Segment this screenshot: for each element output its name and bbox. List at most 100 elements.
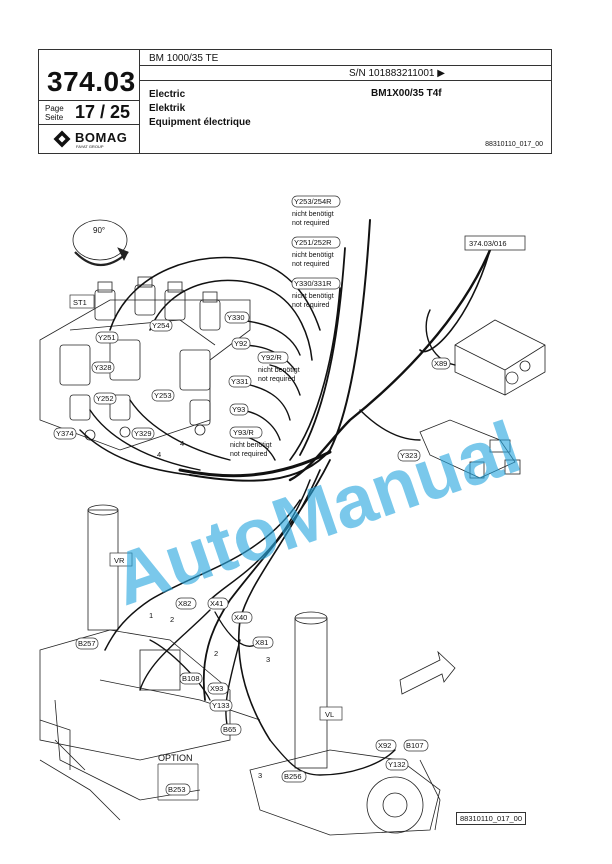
page-label: Page Seite bbox=[45, 104, 64, 122]
callout-y331[interactable]: Y331 bbox=[228, 375, 252, 388]
category-de: Elektrik bbox=[149, 103, 186, 114]
category-fr: Equipment électrique bbox=[149, 117, 251, 128]
svg-text:B107: B107 bbox=[406, 741, 424, 750]
svg-text:X93: X93 bbox=[210, 684, 223, 693]
page-label-de: Page bbox=[45, 104, 64, 113]
svg-text:Y330/331R: Y330/331R bbox=[294, 279, 332, 288]
svg-text:2: 2 bbox=[214, 649, 218, 658]
note-y330-331r: Y330/331R nicht benötigt not required bbox=[291, 277, 341, 309]
callout-b257[interactable]: B257 bbox=[75, 637, 99, 650]
svg-text:not required: not required bbox=[230, 451, 267, 458]
title-block: 374.03 Page Seite 17 / 25 BOMAG FAYAT GR… bbox=[38, 49, 552, 154]
svg-text:nicht benötigt: nicht benötigt bbox=[230, 442, 272, 449]
svg-text:nicht benötigt: nicht benötigt bbox=[292, 252, 334, 259]
callout-y328[interactable]: Y328 bbox=[91, 361, 115, 374]
callout-x40[interactable]: X40 bbox=[231, 611, 253, 624]
callout-b253[interactable]: B253 bbox=[165, 783, 191, 796]
divider bbox=[139, 65, 551, 66]
svg-text:Y251/252R: Y251/252R bbox=[294, 238, 332, 247]
svg-text:Y133: Y133 bbox=[212, 701, 230, 710]
category-labels: Electric Elektrik Equipment électrique bbox=[149, 88, 251, 130]
svg-text:X81: X81 bbox=[255, 638, 268, 647]
note-y253-254r: Y253/254R nicht benötigt not required bbox=[291, 195, 341, 227]
machine-outlines bbox=[39, 219, 546, 836]
svg-text:3: 3 bbox=[266, 655, 270, 664]
doc-reference: 88310110_017_00 bbox=[485, 141, 543, 148]
divider bbox=[39, 100, 139, 101]
callout-y93[interactable]: Y93 bbox=[229, 403, 249, 416]
note-y251-252r: Y251/252R nicht benötigt not required bbox=[291, 236, 341, 268]
svg-text:Y253: Y253 bbox=[154, 391, 172, 400]
callout-ref-link[interactable]: 374.03/016 bbox=[464, 235, 526, 251]
callout-b65[interactable]: B65 bbox=[220, 723, 242, 736]
callout-x82[interactable]: X82 bbox=[175, 597, 197, 610]
svg-text:OPTION: OPTION bbox=[158, 753, 193, 763]
svg-text:Y93: Y93 bbox=[232, 405, 245, 414]
svg-text:1: 1 bbox=[149, 611, 153, 620]
callout-y251[interactable]: Y251 bbox=[95, 331, 119, 344]
svg-text:Y330: Y330 bbox=[227, 313, 245, 322]
callout-y323[interactable]: Y323 bbox=[397, 449, 421, 462]
svg-text:X92: X92 bbox=[378, 741, 391, 750]
callout-y133[interactable]: Y133 bbox=[209, 699, 233, 712]
callout-b107[interactable]: B107 bbox=[403, 739, 429, 752]
svg-text:X41: X41 bbox=[210, 599, 223, 608]
svg-text:B108: B108 bbox=[182, 674, 200, 683]
svg-text:B256: B256 bbox=[284, 772, 302, 781]
svg-text:B257: B257 bbox=[78, 639, 96, 648]
callout-b108[interactable]: B108 bbox=[179, 672, 203, 685]
svg-text:VR: VR bbox=[114, 556, 125, 565]
svg-text:not required: not required bbox=[258, 376, 295, 383]
svg-text:X40: X40 bbox=[234, 613, 247, 622]
callout-x41[interactable]: X41 bbox=[207, 597, 229, 610]
category-en: Electric bbox=[149, 89, 186, 100]
note-y93r: Y93/R nicht benötigt not required bbox=[229, 426, 272, 458]
page-index-cell: 374.03 Page Seite 17 / 25 BOMAG FAYAT GR… bbox=[39, 50, 140, 153]
callout-y253[interactable]: Y253 bbox=[151, 389, 175, 402]
svg-text:Y323: Y323 bbox=[400, 451, 418, 460]
svg-text:Y331: Y331 bbox=[231, 377, 249, 386]
callout-vr[interactable]: VR bbox=[109, 552, 133, 567]
bomag-diamond-icon bbox=[53, 130, 71, 148]
svg-text:Y328: Y328 bbox=[94, 363, 112, 372]
model-label: BM 1000/35 TE bbox=[149, 53, 219, 64]
bomag-direction-arrow bbox=[399, 650, 456, 695]
svg-text:Y132: Y132 bbox=[388, 760, 406, 769]
svg-text:B65: B65 bbox=[223, 725, 236, 734]
harness-wires bbox=[79, 219, 492, 776]
svg-text:X82: X82 bbox=[178, 599, 191, 608]
svg-text:4: 4 bbox=[180, 439, 184, 448]
svg-text:nicht benötigt: nicht benötigt bbox=[258, 367, 300, 374]
callout-x92[interactable]: X92 bbox=[375, 739, 397, 752]
brand-name: BOMAG bbox=[75, 130, 128, 145]
page-number: 374.03 bbox=[47, 66, 136, 97]
divider bbox=[139, 80, 551, 81]
svg-text:not required: not required bbox=[292, 261, 329, 268]
svg-text:nicht benötigt: nicht benötigt bbox=[292, 293, 334, 300]
svg-text:3: 3 bbox=[258, 771, 262, 780]
svg-text:Y254: Y254 bbox=[152, 321, 170, 330]
watermark: AutoManual bbox=[103, 405, 530, 621]
callout-b256[interactable]: B256 bbox=[281, 770, 307, 783]
svg-text:Y252: Y252 bbox=[96, 394, 114, 403]
svg-text:B253: B253 bbox=[168, 785, 186, 794]
callout-x89[interactable]: X89 bbox=[431, 357, 451, 370]
callout-x93[interactable]: X93 bbox=[207, 682, 229, 695]
callout-y330[interactable]: Y330 bbox=[224, 311, 250, 324]
bomag-logo: BOMAG FAYAT GROUP bbox=[53, 130, 133, 150]
callout-y254[interactable]: Y254 bbox=[149, 319, 173, 332]
wire-numbers: 1 2 2 3 3 4 4 bbox=[149, 439, 270, 780]
callout-x81[interactable]: X81 bbox=[252, 636, 274, 649]
machine-variant: BM1X00/35 T4f bbox=[371, 88, 442, 99]
callout-option: OPTION bbox=[157, 753, 199, 801]
callout-y92[interactable]: Y92 bbox=[231, 337, 251, 350]
callout-vl[interactable]: VL bbox=[319, 706, 343, 721]
svg-text:not required: not required bbox=[292, 302, 329, 309]
solenoid-valves bbox=[59, 276, 221, 441]
callout-y329[interactable]: Y329 bbox=[131, 427, 155, 440]
callout-y374[interactable]: Y374 bbox=[53, 427, 77, 440]
callout-st1[interactable]: ST1 bbox=[69, 294, 95, 309]
callout-y132[interactable]: Y132 bbox=[385, 758, 409, 771]
callout-y252[interactable]: Y252 bbox=[93, 392, 117, 405]
